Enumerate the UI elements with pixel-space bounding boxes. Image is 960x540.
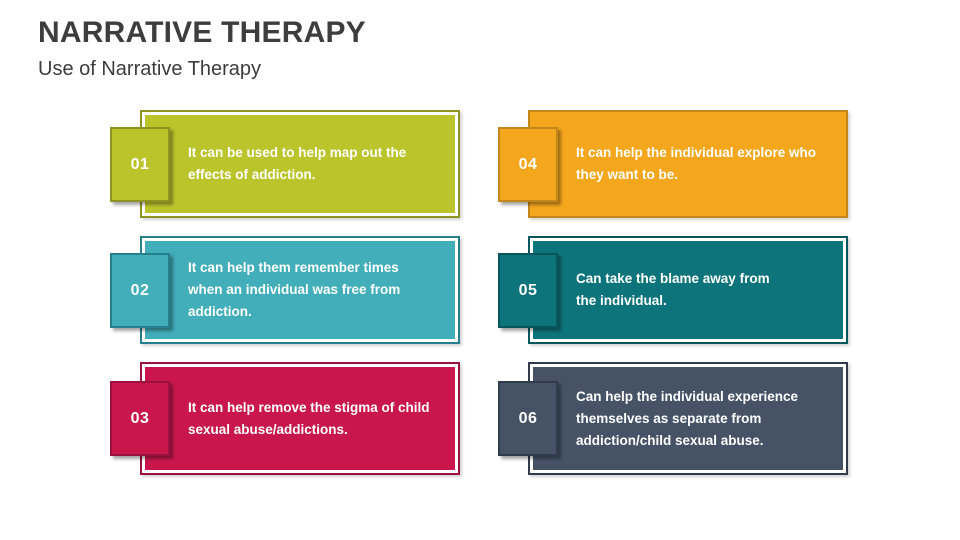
item-text-box: It can help remove the stigma of child s… — [140, 362, 460, 475]
item-text: It can help them remember times when an … — [188, 260, 401, 319]
item-number-tile: 04 — [498, 127, 558, 202]
item-text-box: Can take the blame away from the individ… — [528, 236, 848, 344]
item-number-tile: 02 — [110, 253, 170, 328]
use-item-5: Can take the blame away from the individ… — [498, 236, 848, 344]
item-number-tile: 05 — [498, 253, 558, 328]
item-number: 05 — [518, 281, 538, 299]
slide-subtitle: Use of Narrative Therapy — [38, 58, 262, 80]
use-item-1: It can be used to help map out the effec… — [110, 110, 460, 218]
item-text: It can help remove the stigma of child s… — [188, 399, 430, 437]
item-number-tile: 03 — [110, 381, 170, 456]
item-number: 06 — [518, 409, 538, 427]
slide-title: NARRATIVE THERAPY — [38, 16, 366, 49]
use-item-2: It can help them remember times when an … — [110, 236, 460, 344]
item-text: It can be used to help map out the effec… — [188, 145, 407, 182]
item-number: 02 — [130, 281, 150, 299]
item-text: It can help the individual explore who t… — [576, 145, 817, 182]
item-number: 01 — [130, 155, 150, 173]
use-item-6: Can help the individual experience thems… — [498, 362, 848, 475]
use-item-4: It can help the individual explore who t… — [498, 110, 848, 218]
item-number-tile: 06 — [498, 381, 558, 456]
item-text-box: It can be used to help map out the effec… — [140, 110, 460, 218]
item-text: Can take the blame away from the individ… — [576, 271, 770, 308]
item-text-box: Can help the individual experience thems… — [528, 362, 848, 475]
item-text: Can help the individual experience thems… — [576, 388, 799, 448]
item-number: 04 — [518, 155, 538, 173]
item-number: 03 — [130, 409, 150, 427]
item-number-tile: 01 — [110, 127, 170, 202]
item-text-box: It can help the individual explore who t… — [528, 110, 848, 218]
use-item-3: It can help remove the stigma of child s… — [110, 362, 460, 475]
item-text-box: It can help them remember times when an … — [140, 236, 460, 344]
